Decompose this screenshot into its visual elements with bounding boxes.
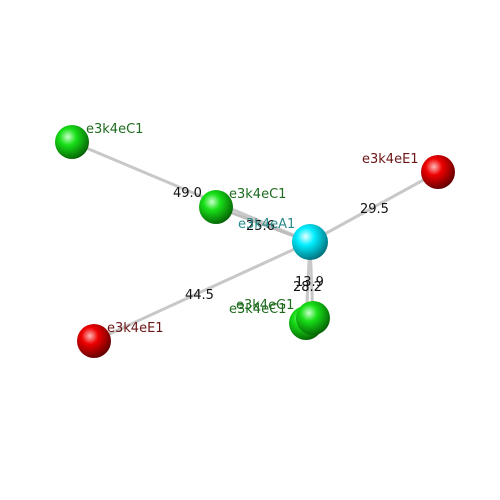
bond-center-e-left	[93, 240, 311, 343]
bond-center-c-upper-left	[71, 140, 311, 244]
distance-label: 44.5	[185, 288, 214, 303]
atom-label: e3k4eC1	[86, 122, 143, 137]
atom-label: e3k4eE1	[107, 321, 164, 336]
atom-label: e3k4eC1	[229, 187, 286, 202]
distance-label: 25.6	[246, 219, 275, 234]
bond-center-e-right	[309, 170, 439, 244]
atom-c-middle	[199, 190, 233, 224]
atom-label: e3k4eG1	[236, 298, 294, 313]
atom-e-left	[77, 324, 111, 358]
distance-label: 29.5	[360, 202, 389, 217]
atom-label: e3k4eC1	[229, 302, 286, 317]
atom-g-lower-front	[296, 301, 330, 335]
distance-label: 28.2	[293, 280, 322, 295]
atom-label: e3k4eA1	[238, 217, 295, 232]
distance-labels: 49.0 25.6 29.5 44.5 13.9 28.2	[173, 186, 389, 303]
atoms	[55, 125, 455, 358]
distance-label: 49.0	[173, 186, 202, 201]
atom-e-right	[421, 155, 455, 189]
atom-label: e3k4eE1	[362, 152, 419, 167]
atom-labels: e3k4eC1 e3k4eC1 e3k4eA1 e3k4eE1 e3k4eG1 …	[86, 122, 419, 336]
distance-label: 13.9	[295, 275, 324, 290]
atom-center	[292, 224, 328, 260]
atom-c-upper-left	[55, 125, 89, 159]
